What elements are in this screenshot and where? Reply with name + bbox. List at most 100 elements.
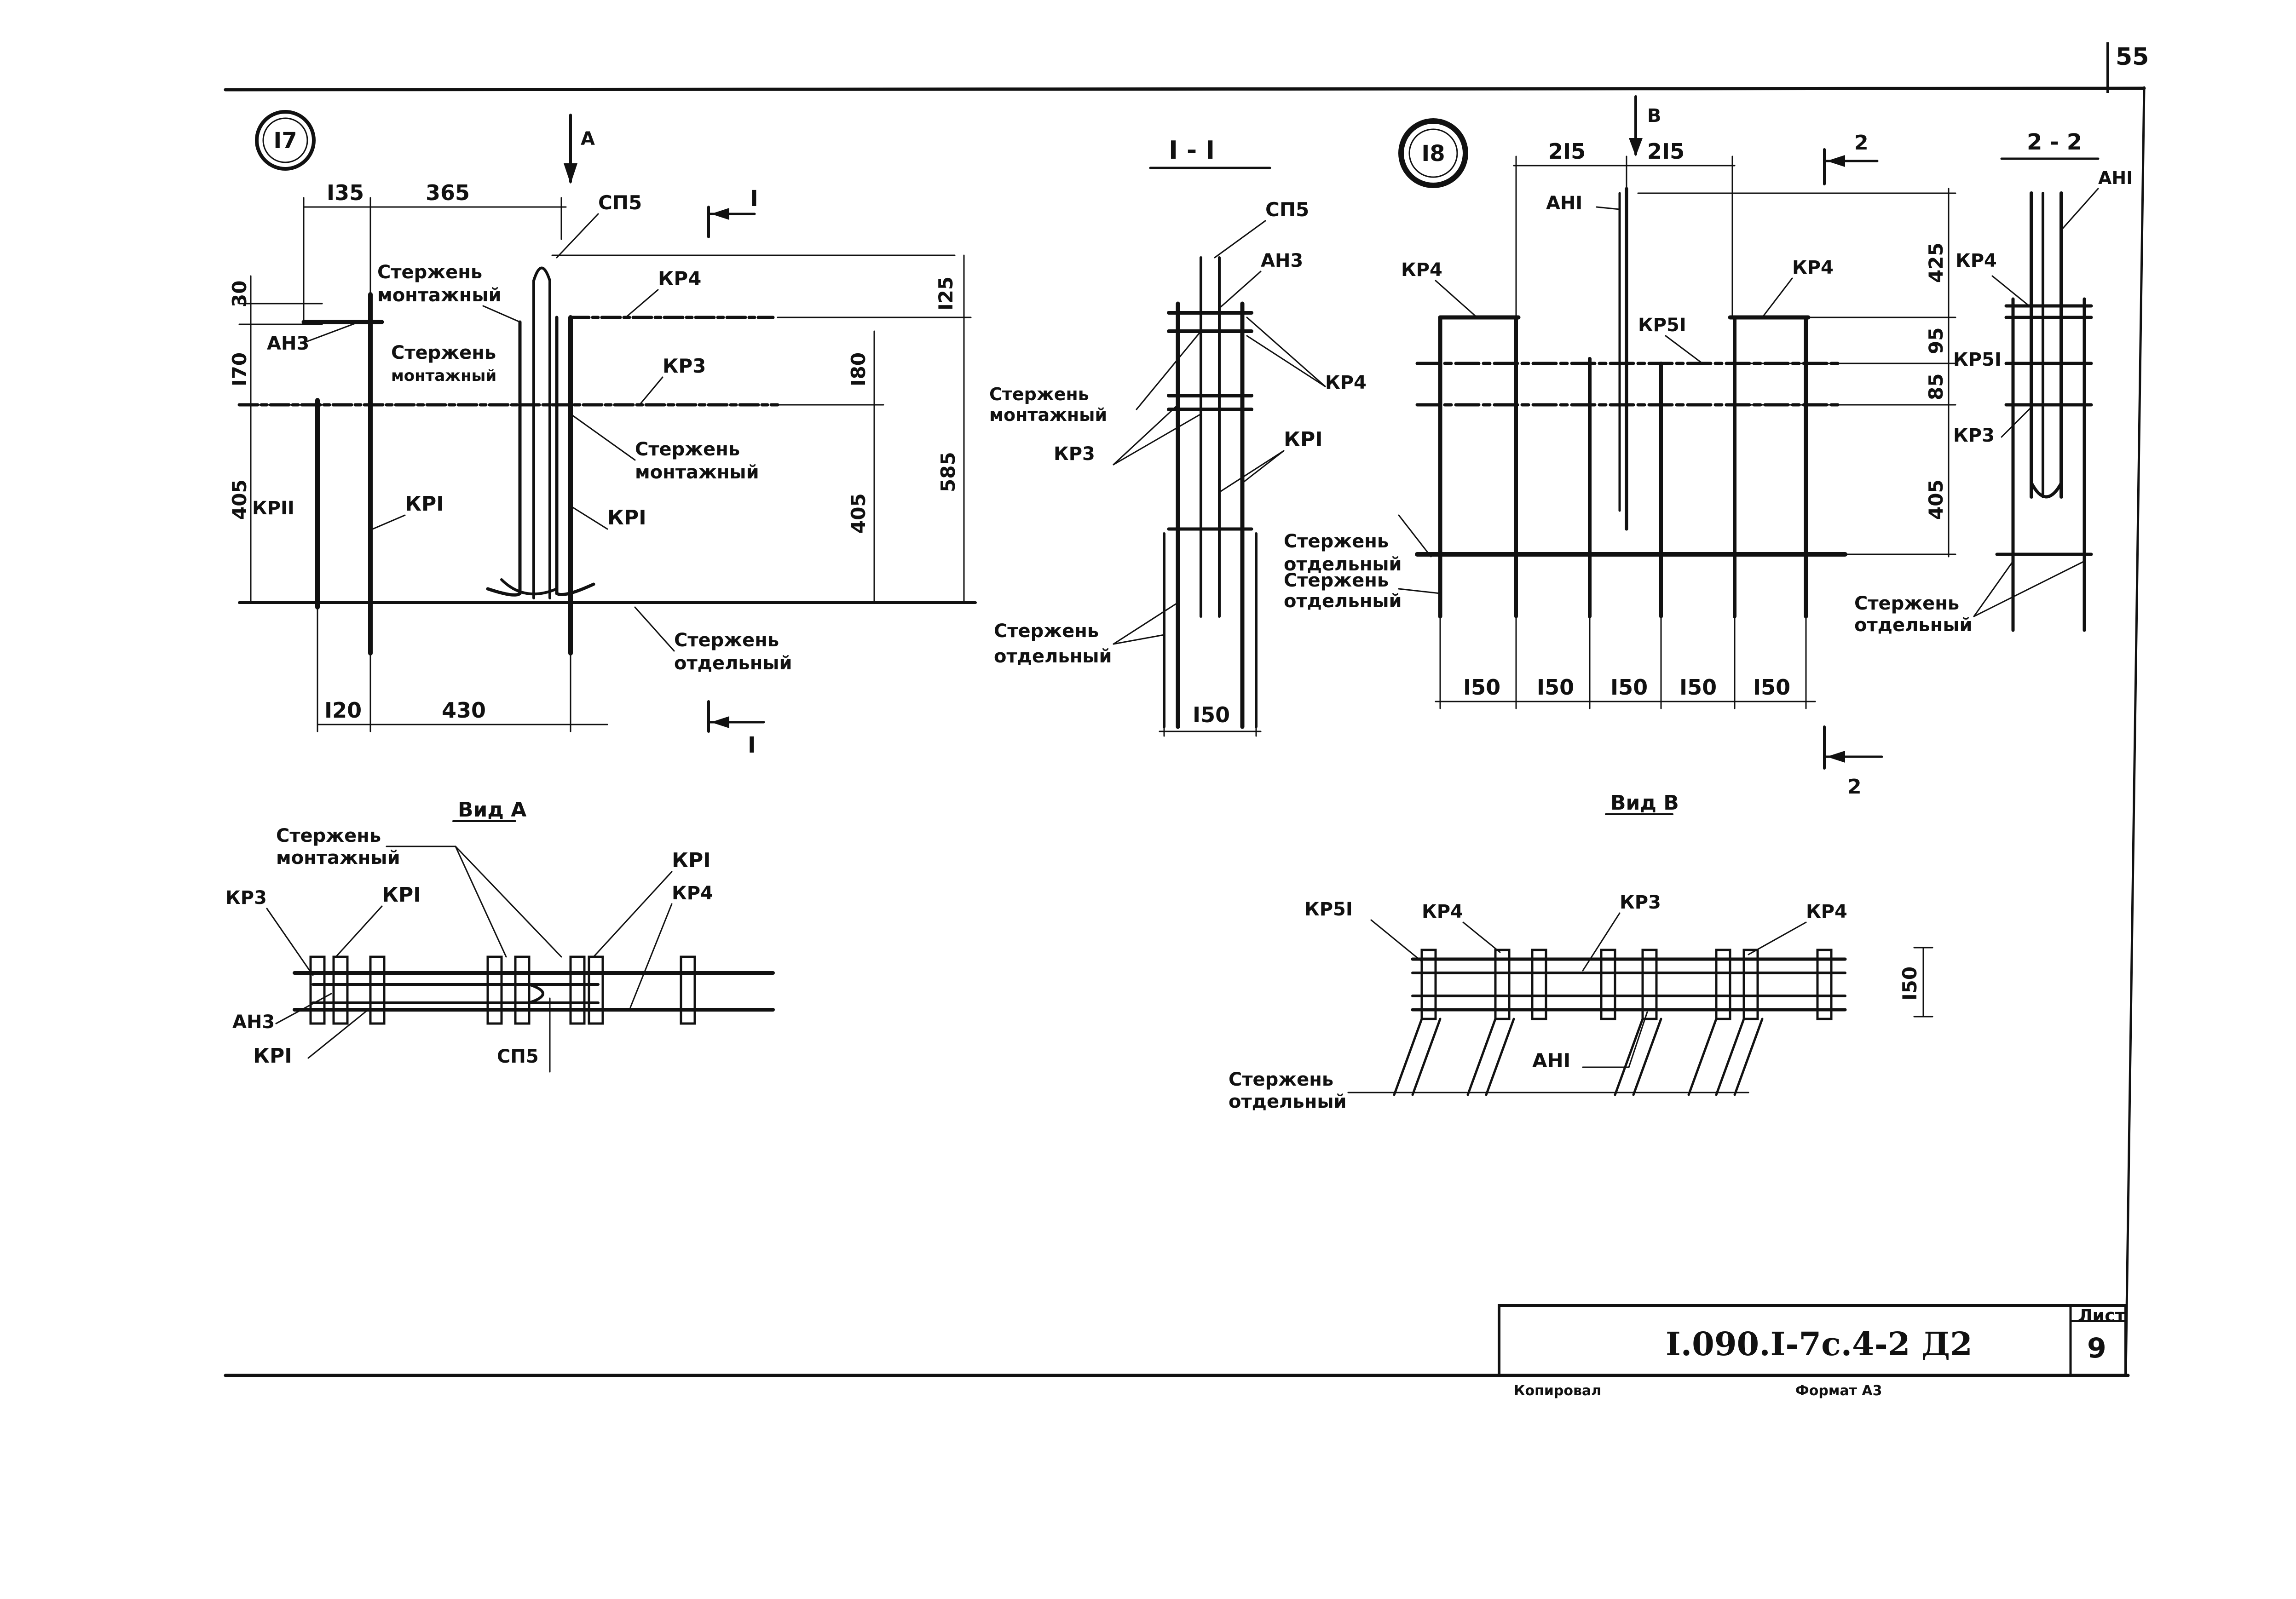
node17-dim-top-2: 365 bbox=[426, 180, 470, 205]
node17-label-kr3: КР3 bbox=[663, 355, 706, 377]
node17-dim-left-1: 30 bbox=[228, 281, 251, 307]
section11-label-rod-mount-a: Стержень bbox=[989, 384, 1089, 404]
viewB-label-kr4-b: КР4 bbox=[1806, 901, 1847, 922]
viewA-title: Вид А bbox=[458, 798, 526, 822]
viewA-label-kr4: КР4 bbox=[672, 883, 713, 904]
node18-label-rod-sep2-a: Стержень bbox=[1284, 570, 1389, 591]
node18-label-rod-sep2-b: отдельный bbox=[1284, 591, 1402, 612]
node17-dim-left-2: I70 bbox=[228, 352, 251, 386]
node17-dim-bottom-1: I20 bbox=[324, 698, 362, 723]
node17-label-rod-sep-a: Стержень bbox=[674, 630, 779, 651]
section11-label-sp5: СП5 bbox=[1265, 198, 1309, 221]
node17-dim-right-4: 585 bbox=[937, 452, 959, 492]
node18-marker-label: I8 bbox=[1421, 141, 1445, 167]
section11-dim-bottom: I50 bbox=[1193, 702, 1230, 727]
node18-label-kr51: КР5I bbox=[1638, 315, 1686, 336]
section11-label-rod-sep-a: Стержень bbox=[994, 621, 1099, 642]
node17-section-mark-top: I bbox=[750, 186, 758, 212]
node17-label-kr1-left: КРI bbox=[405, 492, 444, 516]
node18-dim-bottom-4: I50 bbox=[1679, 675, 1717, 700]
node18-label-rod-sep1-b: отдельный bbox=[1284, 554, 1402, 575]
node17-view-arrow-label: А bbox=[581, 128, 595, 150]
node17-label-rod-mount-3b: монтажный bbox=[635, 462, 759, 483]
node18-section-mark-top: 2 bbox=[1854, 131, 1869, 155]
viewB-label-an1: АНI bbox=[1532, 1049, 1570, 1072]
section11-title: I - I bbox=[1169, 136, 1215, 165]
viewA-label-kr1-c: КРI bbox=[253, 1044, 292, 1068]
node18-label-an1: АНI bbox=[1546, 193, 1582, 214]
viewA-label-sp5: СП5 bbox=[497, 1046, 539, 1067]
section11-label-kr4: КР4 bbox=[1325, 372, 1367, 393]
node18-dim-right-1: 425 bbox=[1925, 242, 1947, 283]
node18-dim-top-1: 2I5 bbox=[1548, 139, 1586, 164]
section22-title: 2 - 2 bbox=[2027, 129, 2082, 155]
section11-label-kr1: КРI bbox=[1284, 428, 1323, 451]
viewA-label-rod-mount-a: Стержень bbox=[276, 825, 381, 846]
node17-marker-circle bbox=[255, 110, 316, 171]
viewB-label-kr51: КР5I bbox=[1304, 899, 1353, 920]
node17-label-rod-mount-3a: Стержень bbox=[635, 439, 740, 460]
section11-label-rod-sep-b: отдельный bbox=[994, 646, 1112, 667]
node17-section-mark-bottom: I bbox=[748, 732, 756, 758]
node18-dim-top-2: 2I5 bbox=[1647, 139, 1685, 164]
section22-label-rod-sep-b: отдельный bbox=[1854, 615, 1973, 636]
node17-label-kr1-right: КРI bbox=[607, 506, 646, 529]
node18-dim-right-4: 405 bbox=[1925, 479, 1947, 520]
node17-elevation: I7 А I I I35 365 30 I70 405 bbox=[228, 110, 977, 758]
view-a: Вид А Стержень монтажный КР3 КРI КРI КР4… bbox=[225, 798, 775, 1073]
corner-sheet-number: 55 bbox=[2116, 43, 2149, 71]
footer-copied-by: Копировал bbox=[1514, 1383, 1602, 1399]
viewB-label-kr4-a: КР4 bbox=[1422, 901, 1463, 922]
node18-label-kr4-left: КР4 bbox=[1401, 259, 1442, 281]
node17-label-rod-mount-2a: Стержень bbox=[391, 342, 496, 363]
node17-label-rod-mount-1b: монтажный bbox=[377, 285, 502, 306]
section-2-2: 2 - 2 АНI КР4 КР5I КР3 Стержень отдельны… bbox=[1854, 129, 2133, 636]
node17-label-rod-mount-1a: Стержень bbox=[377, 262, 482, 283]
section22-label-rod-sep-a: Стержень bbox=[1854, 593, 1959, 614]
section22-label-kr4: КР4 bbox=[1956, 250, 1997, 271]
node17-dim-top-1: I35 bbox=[327, 180, 364, 205]
node18-dim-right-2: 95 bbox=[1925, 328, 1947, 354]
node17-label-an3: АН3 bbox=[267, 333, 309, 354]
node17-label-kr4: КР4 bbox=[658, 267, 701, 290]
viewB-label-rod-sep-b: отдельный bbox=[1229, 1091, 1347, 1112]
node17-label-kr11: КРII bbox=[252, 498, 294, 519]
node18-section-mark-bottom: 2 bbox=[1847, 775, 1862, 799]
sheet-number: 9 bbox=[2087, 1332, 2106, 1364]
viewA-label-kr1-a: КРI bbox=[382, 883, 421, 907]
section11-label-kr3: КР3 bbox=[1054, 443, 1095, 465]
section-1-1: I - I I50 СП5 АН3 КР4 КР3 КРI Стержень м… bbox=[989, 136, 1367, 737]
viewA-label-an3: АН3 bbox=[232, 1012, 275, 1033]
section22-label-an1: АНI bbox=[2098, 168, 2133, 188]
viewA-label-kr1-b: КРI bbox=[672, 849, 711, 872]
viewA-label-rod-mount-b: монтажный bbox=[276, 847, 400, 869]
node17-dim-right-2: I80 bbox=[847, 352, 870, 386]
node18-marker-circle bbox=[1398, 118, 1468, 188]
node18-elevation: I8 В 2 2 2I5 2I5 425 95 85 405 bbox=[1284, 95, 1956, 799]
section11-label-an3: АН3 bbox=[1261, 250, 1303, 271]
node18-label-rod-sep1-a: Стержень bbox=[1284, 531, 1389, 552]
node18-dim-bottom-5: I50 bbox=[1753, 675, 1790, 700]
node17-label-rod-sep-b: отдельный bbox=[674, 653, 792, 674]
section22-label-kr3: КР3 bbox=[1953, 425, 1995, 446]
node18-label-kr4-right: КР4 bbox=[1792, 257, 1834, 278]
footer-format: Формат А3 bbox=[1795, 1383, 1882, 1399]
node18-view-arrow-label: В bbox=[1647, 105, 1661, 127]
section22-label-kr51: КР5I bbox=[1953, 349, 2002, 370]
node17-dim-bottom-2: 430 bbox=[442, 698, 486, 723]
node17-dim-right-3: 405 bbox=[847, 493, 870, 534]
sheet-label: Лист bbox=[2078, 1306, 2125, 1326]
node17-dim-left-3: 405 bbox=[228, 479, 251, 520]
sheet-frame bbox=[224, 86, 2146, 1377]
viewB-title: Вид В bbox=[1610, 791, 1679, 815]
document-code: I.090.I-7c.4-2 Д2 bbox=[1666, 1325, 1973, 1363]
node17-dim-right-1: I25 bbox=[935, 276, 957, 311]
node18-dim-bottom-2: I50 bbox=[1537, 675, 1574, 700]
viewB-label-rod-sep-a: Стержень bbox=[1229, 1069, 1333, 1090]
node17-marker-label: I7 bbox=[273, 128, 297, 154]
viewB-label-kr3: КР3 bbox=[1620, 892, 1661, 913]
viewB-dim-right: I50 bbox=[1898, 966, 1921, 1001]
viewA-label-kr3: КР3 bbox=[225, 887, 267, 909]
